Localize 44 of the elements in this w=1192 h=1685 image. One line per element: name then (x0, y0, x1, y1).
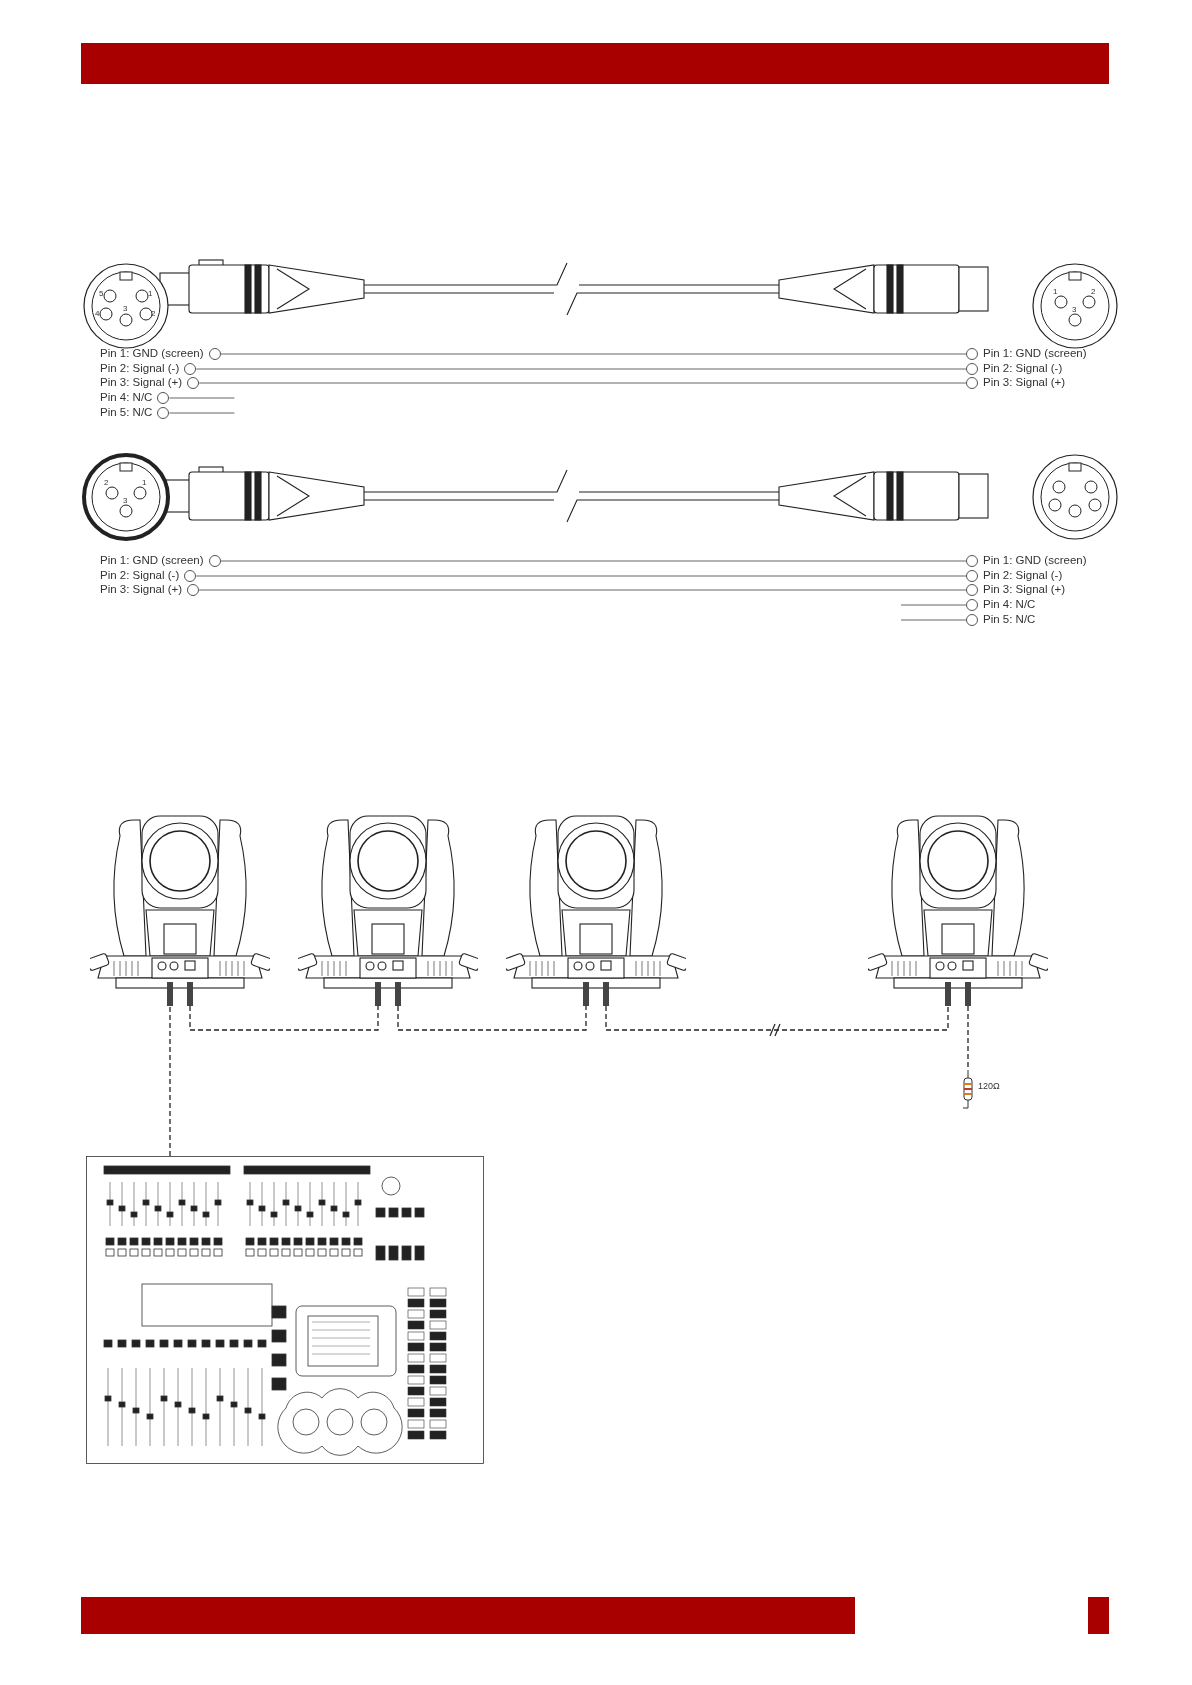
dmx-cable (169, 1005, 171, 1157)
wire (195, 575, 967, 577)
resistor-drawing (961, 1070, 975, 1110)
pin-number: 3 (123, 305, 128, 313)
pin-label: Pin 1: GND (screen) (966, 347, 1087, 361)
pin-label: Pin 2: Signal (-) (966, 569, 1063, 583)
pin-label: Pin 5: N/C (966, 613, 1036, 627)
dmx-cable (397, 1005, 587, 1031)
pin-label: Pin 3: Signal (+) (100, 376, 200, 390)
pin-number: 2 (104, 479, 109, 487)
resistor-value: 120Ω (978, 1082, 1000, 1091)
pin-label: Pin 3: Signal (+) (966, 583, 1066, 597)
pin-label: Pin 1: GND (screen) (100, 554, 221, 568)
pin-label: Pin 4: N/C (966, 598, 1036, 612)
wire (900, 619, 967, 621)
wire (168, 412, 235, 414)
wire (198, 589, 967, 591)
pin-label: Pin 1: GND (screen) (100, 347, 221, 361)
wire (195, 368, 967, 370)
pin-label: Pin 5: N/C (100, 406, 170, 420)
pin-label: Pin 3: Signal (+) (100, 583, 200, 597)
pin-number: 1 (1053, 288, 1058, 296)
pin-number: 1 (142, 479, 147, 487)
pin-number: 1 (148, 290, 153, 298)
pin-number: 2 (151, 310, 156, 318)
wire (198, 382, 967, 384)
pin-number: 4 (95, 310, 100, 318)
pin-label: Pin 3: Signal (+) (966, 376, 1066, 390)
pin-label: Pin 2: Signal (-) (966, 362, 1063, 376)
wire (220, 353, 967, 355)
pin-label: Pin 2: Signal (-) (100, 569, 197, 583)
lighting-controller-drawing (86, 1156, 484, 1464)
pin-label: Pin 1: GND (screen) (966, 554, 1087, 568)
wire (220, 560, 967, 562)
dmx-cable (189, 1005, 379, 1031)
wire (168, 397, 235, 399)
pin-label: Pin 2: Signal (-) (100, 362, 197, 376)
pin-number: 3 (1072, 306, 1077, 314)
wire (900, 604, 967, 606)
pin-number: 2 (1091, 288, 1096, 296)
pin-number: 5 (99, 290, 104, 298)
pin-label: Pin 4: N/C (100, 391, 170, 405)
dmx-cable (605, 1005, 949, 1031)
pin-number: 3 (123, 497, 128, 505)
